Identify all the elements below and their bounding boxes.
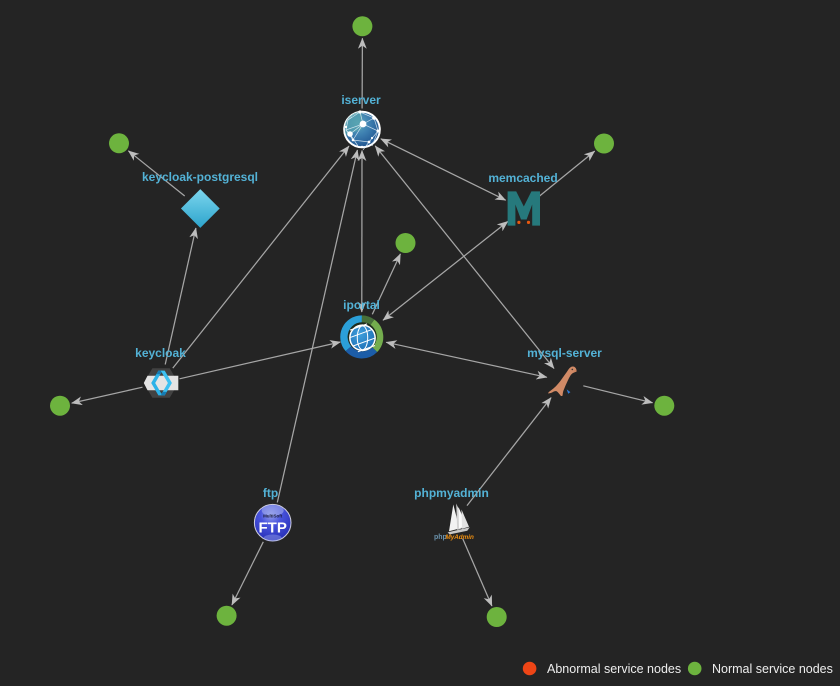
- svg-text:FTP: FTP: [259, 520, 287, 537]
- svg-text:iportal: iportal: [343, 298, 380, 312]
- svg-text:MultiSoft: MultiSoft: [263, 514, 283, 519]
- svg-text:keycloak-postgresql: keycloak-postgresql: [142, 170, 258, 184]
- svg-text:phpmyadmin: phpmyadmin: [414, 486, 489, 500]
- svg-text:php: php: [434, 534, 447, 541]
- svg-text:Abnormal service nodes: Abnormal service nodes: [547, 662, 681, 676]
- svg-text:iserver: iserver: [341, 93, 381, 107]
- svg-text:mysql-server: mysql-server: [527, 346, 602, 360]
- svg-text:keycloak: keycloak: [135, 346, 186, 360]
- svg-text:ftp: ftp: [263, 486, 278, 500]
- svg-text:MyAdmin: MyAdmin: [446, 534, 474, 541]
- svg-text:memcached: memcached: [488, 171, 557, 185]
- svg-text:Normal service nodes: Normal service nodes: [712, 662, 833, 676]
